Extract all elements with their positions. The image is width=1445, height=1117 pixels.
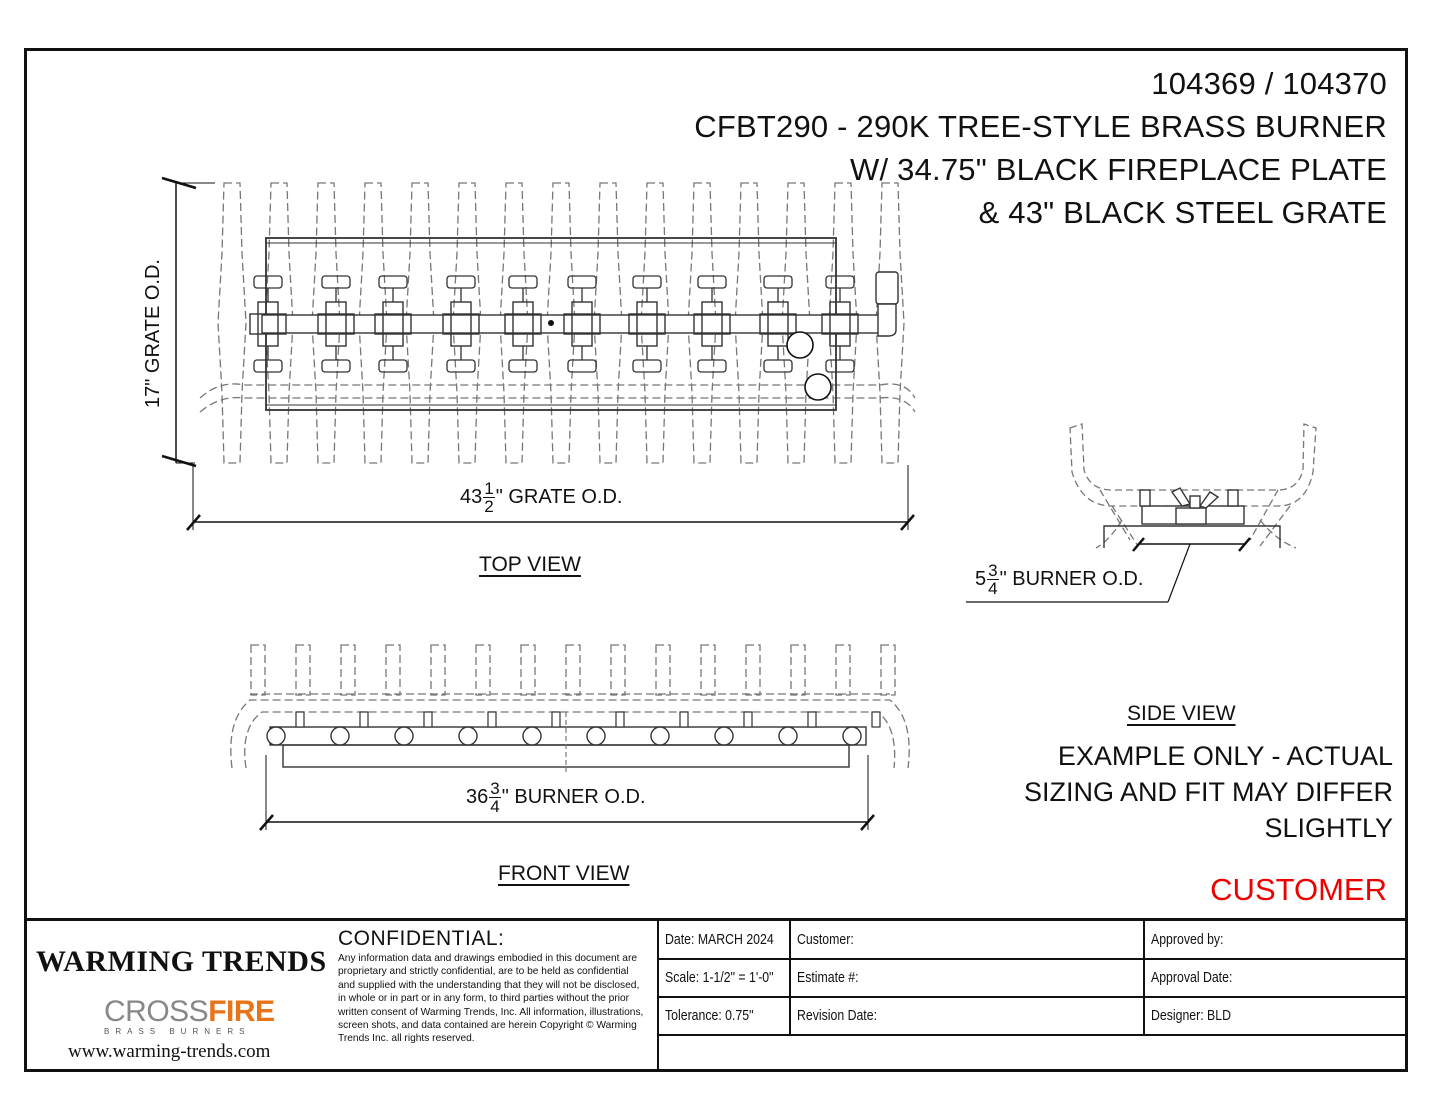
approval-date-field[interactable]: Approval Date: <box>1151 969 1233 986</box>
fit-disclaimer: EXAMPLE ONLY - ACTUAL SIZING AND FIT MAY… <box>1023 741 1393 843</box>
drawing-title: 104369 / 104370 CFBT290 - 290K TREE-STYL… <box>694 62 1387 234</box>
top-view-drawing <box>161 176 916 531</box>
customer-stamp: CUSTOMER <box>1210 872 1387 907</box>
estimate-field[interactable]: Estimate #: <box>797 969 859 986</box>
drawing-sheet <box>24 48 1408 1072</box>
grate-depth-label: 17" GRATE O.D. <box>142 259 164 408</box>
scale-field: Scale: 1-1/2" = 1'-0" <box>665 969 774 986</box>
revision-date-field[interactable]: Revision Date: <box>797 1007 877 1024</box>
crossfire-logo: CROSSFIRE <box>104 995 275 1028</box>
confidential-text: Any information data and drawings embodi… <box>338 953 644 1045</box>
warming-trends-logo: WARMING TRENDS <box>36 945 327 978</box>
approval-grid: Date: MARCH 2024 Scale: 1-1/2" = 1'-0" T… <box>657 921 1407 1072</box>
side-view-burner <box>1103 487 1281 548</box>
grate-spec: & 43" BLACK STEEL GRATE <box>978 195 1387 230</box>
website-link[interactable]: www.warming-trends.com <box>68 1041 271 1062</box>
confidential-title: CONFIDENTIAL: <box>338 927 505 950</box>
side-view-label: SIDE VIEW <box>1127 702 1236 725</box>
top-view-label: TOP VIEW <box>479 553 581 576</box>
front-view-drawing <box>230 644 910 831</box>
crossfire-subtitle: BRASS BURNERS <box>104 1027 251 1036</box>
confidential-notice: CONFIDENTIAL: Any information data and d… <box>338 927 648 1046</box>
tolerance-field: Tolerance: 0.75" <box>665 1007 754 1024</box>
plate-spec: W/ 34.75" BLACK FIREPLACE PLATE <box>850 152 1387 187</box>
logo-area: WARMING TRENDS CROSSFIRE BRASS BURNERS w… <box>24 921 334 1072</box>
front-view-label: FRONT VIEW <box>498 862 630 885</box>
customer-field[interactable]: Customer: <box>797 931 854 948</box>
part-numbers: 104369 / 104370 <box>1151 66 1387 101</box>
product-name: CFBT290 - 290K TREE-STYLE BRASS BURNER <box>694 109 1387 144</box>
date-field: Date: MARCH 2024 <box>665 931 774 948</box>
approved-by-field[interactable]: Approved by: <box>1151 931 1224 948</box>
title-block-footer: WARMING TRENDS CROSSFIRE BRASS BURNERS w… <box>24 918 1408 1072</box>
designer-field: Designer: BLD <box>1151 1007 1231 1024</box>
side-view-drawing <box>1069 423 1317 549</box>
